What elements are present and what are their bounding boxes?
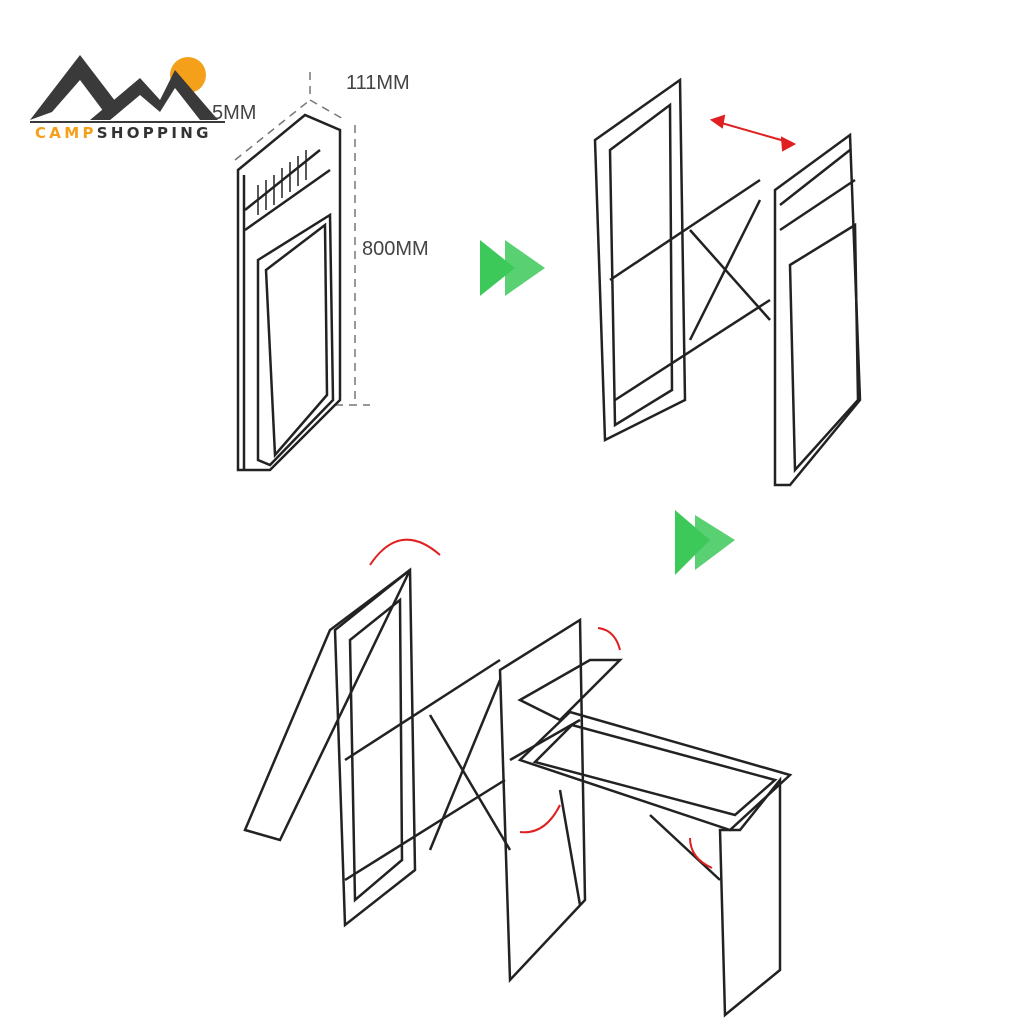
height-dimension-label: 800MM xyxy=(362,238,429,260)
red-double-arrow xyxy=(709,114,797,152)
half-open-rack xyxy=(593,77,862,487)
green-next-arrow-1 xyxy=(480,240,545,296)
dimension-lines xyxy=(234,72,370,406)
red-rotate-arrows xyxy=(369,538,713,869)
depth-dimension-label: 5MM xyxy=(212,102,257,124)
logo-text-shopping: SHOPPING xyxy=(96,124,212,142)
logo-text-camp: CAMP xyxy=(35,124,97,142)
unfolded-rack xyxy=(243,567,793,1018)
folded-rack xyxy=(236,113,342,472)
logo-wordmark: CAMPSHOPPING xyxy=(35,124,212,142)
width-dimension-label: 111MM xyxy=(346,72,410,94)
logo-mark xyxy=(30,55,225,123)
green-next-arrow-2 xyxy=(675,510,735,575)
